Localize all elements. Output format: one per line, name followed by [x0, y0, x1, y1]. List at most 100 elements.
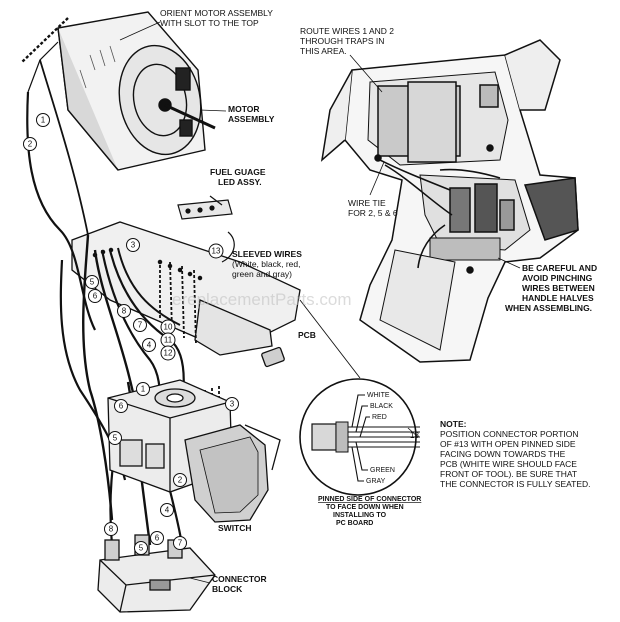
motor-leader-line: [199, 109, 227, 112]
motor-assembly-line1: MOTOR: [228, 104, 259, 114]
detail-wire-labels: WHITE BLACK RED GREEN GRAY 13: [366, 392, 419, 485]
svg-text:3: 3: [230, 400, 235, 409]
orient-motor-line2: WITH SLOT TO THE TOP: [160, 18, 259, 28]
note-line6: THE CONNECTOR IS FULLY SEATED.: [440, 479, 591, 489]
note-block: NOTE: POSITION CONNECTOR PORTION OF #13 …: [440, 419, 591, 489]
svg-text:7: 7: [138, 321, 143, 330]
orient-motor-line1: ORIENT MOTOR ASSEMBLY: [160, 8, 273, 18]
fuel-gauge-line2: LED ASSY.: [218, 177, 262, 187]
note-line5: FRONT OF TOOL). BE SURE THAT: [440, 469, 577, 479]
svg-text:5: 5: [139, 544, 144, 553]
handle-wires: [379, 159, 501, 269]
svg-text:12: 12: [164, 349, 173, 358]
svg-text:1: 1: [141, 385, 146, 394]
connector-leader-line: [189, 577, 211, 584]
be-careful-leader-line: [497, 257, 521, 269]
connector-block-line1: CONNECTOR: [212, 574, 267, 584]
detail-number-13: 13: [410, 431, 419, 440]
wire-tie-leader-line: [369, 161, 385, 196]
note-line4: PCB (WHITE WIRE SHOULD FACE: [440, 459, 577, 469]
label-pcb: PCB: [298, 330, 316, 340]
pinned-line2: TO FACE DOWN WHEN: [326, 504, 404, 511]
tool-handle-housing: [320, 39, 579, 363]
svg-text:10: 10: [164, 323, 173, 332]
callout-6-switch: 6: [114, 399, 128, 413]
svg-text:2: 2: [178, 476, 183, 485]
pinned-line4: PC BOARD: [336, 520, 373, 527]
callout-2-switch: 2: [173, 473, 187, 487]
watermark-text: ereplacementParts.com: [172, 290, 352, 309]
wire-tie-line2: FOR 2, 5 & 6: [348, 208, 398, 218]
motor-assembly: [21, 11, 216, 171]
connector-block-line2: BLOCK: [212, 584, 243, 594]
motor-assembly-line2: ASSEMBLY: [228, 114, 275, 124]
label-sleeved-wires: SLEEVED WIRES (White, black, red, green …: [232, 249, 302, 279]
be-careful-line5: WHEN ASSEMBLING.: [505, 303, 592, 313]
callout-1-top: 1: [36, 113, 50, 127]
svg-text:5: 5: [90, 278, 95, 287]
be-careful-line3: WIRES BETWEEN: [522, 283, 595, 293]
callout-12: 12: [160, 345, 176, 361]
callout-11: 11: [160, 332, 176, 348]
svg-text:8: 8: [122, 307, 127, 316]
connector-block: [97, 534, 216, 613]
be-careful-line1: BE CAREFUL AND: [522, 263, 597, 273]
callout-3-switch: 3: [225, 397, 239, 411]
svg-text:8: 8: [109, 525, 114, 534]
callout-4-switch: 4: [160, 503, 174, 517]
label-route-wires: ROUTE WIRES 1 AND 2 THROUGH TRAPS IN THI…: [300, 26, 394, 56]
detail-leader-line: [299, 299, 361, 379]
callout-8-block: 8: [104, 522, 118, 536]
callout-7-top: 7: [133, 318, 147, 332]
svg-text:6: 6: [119, 402, 124, 411]
route-wires-line2: THROUGH TRAPS IN: [300, 36, 384, 46]
route-wires-leader-line: [349, 54, 383, 93]
pinned-line1: PINNED SIDE OF CONNECTOR: [318, 496, 421, 503]
svg-text:5: 5: [113, 434, 118, 443]
orient-leader-line: [119, 21, 161, 41]
be-careful-line2: AVOID PINCHING: [522, 273, 593, 283]
svg-text:3: 3: [131, 241, 136, 250]
wire-label-gray: GRAY: [366, 478, 386, 485]
svg-text:4: 4: [165, 506, 170, 515]
note-line1: POSITION CONNECTOR PORTION: [440, 429, 579, 439]
be-careful-line4: HANDLE HALVES: [522, 293, 594, 303]
sleeved-wires-line2: (White, black, red,: [232, 259, 301, 269]
label-connector-block: CONNECTOR BLOCK: [212, 574, 267, 594]
callout-10: 10: [160, 319, 176, 335]
callout-4-top: 4: [142, 338, 156, 352]
label-motor-assembly: MOTOR ASSEMBLY: [228, 104, 275, 124]
fuel-gauge-line1: FUEL GUAGE: [210, 167, 266, 177]
connector-detail-view: [299, 378, 420, 496]
wire-label-white: WHITE: [367, 392, 390, 399]
svg-text:2: 2: [28, 140, 33, 149]
svg-text:11: 11: [164, 336, 173, 345]
callout-1-switch: 1: [136, 382, 150, 396]
callout-6-block: 6: [150, 531, 164, 545]
callout-8-top: 8: [117, 304, 131, 318]
fuel-gauge-led-assembly: [177, 195, 233, 220]
wire-label-red: RED: [372, 414, 387, 421]
callout-5-block: 5: [134, 541, 148, 555]
route-wires-line1: ROUTE WIRES 1 AND 2: [300, 26, 394, 36]
wire-label-green: GREEN: [370, 467, 395, 474]
label-pinned-side: PINNED SIDE OF CONNECTOR TO FACE DOWN WH…: [318, 496, 421, 527]
svg-text:4: 4: [147, 341, 152, 350]
label-wire-tie: WIRE TIE FOR 2, 5 & 6: [348, 198, 398, 218]
switch-assembly: [107, 379, 281, 523]
route-wires-line3: THIS AREA.: [300, 46, 347, 56]
svg-text:1: 1: [41, 116, 46, 125]
pinned-line3: INSTALLING TO: [333, 512, 387, 519]
svg-text:13: 13: [212, 247, 221, 256]
svg-text:6: 6: [93, 292, 98, 301]
callout-5-switch: 5: [108, 431, 122, 445]
svg-text:7: 7: [178, 539, 183, 548]
note-line3: FACING DOWN TOWARDS THE: [440, 449, 566, 459]
callout-5-top: 5: [85, 275, 99, 289]
svg-text:6: 6: [155, 534, 160, 543]
sleeved-wires-line1: SLEEVED WIRES: [232, 249, 302, 259]
wire-label-black: BLACK: [370, 403, 393, 410]
callout-7-block: 7: [173, 536, 187, 550]
